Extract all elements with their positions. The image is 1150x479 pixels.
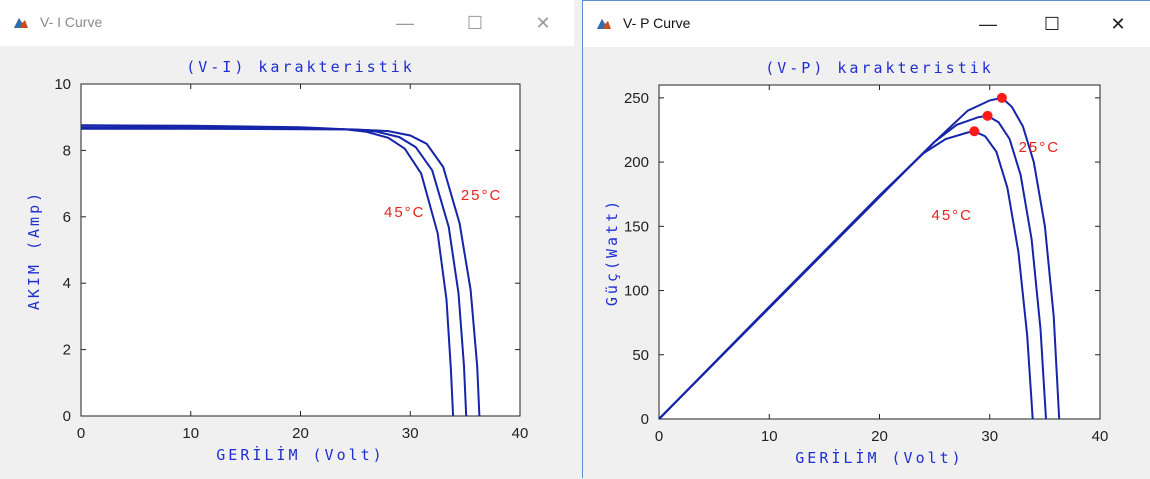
- plot-area: [80, 83, 521, 417]
- series-line-1: [81, 127, 481, 417]
- maximize-button[interactable]: ☐: [466, 12, 484, 33]
- chart-title: (V-I) karakteristik: [186, 58, 415, 76]
- y-tick-label: 8: [63, 142, 71, 159]
- y-tick-label: 4: [63, 275, 71, 292]
- y-tick-label: 150: [624, 218, 649, 235]
- x-tick-label: 40: [512, 425, 529, 442]
- mpp-marker: [982, 110, 993, 121]
- temperature-annotation: 45°C: [384, 204, 426, 221]
- temperature-annotation: 45°C: [932, 207, 974, 224]
- x-tick-label: 20: [292, 425, 309, 442]
- y-axis-title: Güç(Watt): [603, 198, 621, 306]
- x-tick-label: 30: [981, 428, 998, 445]
- temperature-annotation: 25°C: [1019, 139, 1061, 156]
- vp-chart: (V-P) karakteristik 0 10 20 30 40 0 50 100 150 200…: [603, 59, 1109, 467]
- close-button[interactable]: ✕: [1110, 13, 1126, 34]
- y-tick-label: 6: [63, 209, 71, 226]
- x-tick-label: 40: [1092, 428, 1109, 445]
- vi-chart: (V-I) karakteristik 0 10 20 30 40 0 2 4 6 8 10GERİL…: [25, 58, 529, 464]
- y-tick-label: 250: [624, 90, 649, 107]
- chart-title: (V-P) karakteristik: [765, 59, 994, 77]
- x-tick-label: 10: [761, 428, 778, 445]
- minimize-button[interactable]: —: [396, 12, 414, 33]
- y-tick-label: 0: [63, 408, 71, 425]
- y-tick-label: 50: [632, 347, 649, 364]
- x-axis-title: GERİLİM (Volt): [216, 445, 384, 464]
- y-tick-label: 0: [641, 411, 649, 428]
- y-axis-title: AKIM (Amp): [25, 190, 43, 310]
- vp-curve-window: V- P Curve — ☐ ✕ (V-P) karakteristik 0 10 2…: [582, 0, 1150, 478]
- title-bar[interactable]: V- I Curve — ☐ ✕: [0, 0, 574, 46]
- x-tick-label: 10: [182, 425, 199, 442]
- maximize-button[interactable]: ☐: [1043, 13, 1061, 34]
- x-tick-label: 30: [402, 425, 419, 442]
- x-axis-title: GERİLİM (Volt): [795, 448, 963, 467]
- mpp-marker: [969, 126, 980, 137]
- y-tick-label: 200: [624, 154, 649, 171]
- temperature-annotation: 25°C: [461, 187, 503, 204]
- y-tick-label: 2: [63, 342, 71, 359]
- matlab-icon: [12, 14, 30, 32]
- series-line-3: [80, 124, 455, 417]
- window-title: V- P Curve: [623, 15, 691, 31]
- minimize-button[interactable]: —: [979, 13, 997, 34]
- close-button[interactable]: ✕: [535, 12, 551, 33]
- mpp-marker: [996, 92, 1007, 103]
- x-tick-label: 0: [655, 428, 663, 445]
- series-line-2: [80, 126, 468, 417]
- window-title: V- I Curve: [40, 14, 103, 30]
- title-bar[interactable]: V- P Curve — ☐ ✕: [583, 1, 1150, 47]
- y-tick-label: 10: [54, 76, 71, 93]
- matlab-icon: [595, 15, 613, 33]
- y-tick-label: 100: [624, 283, 649, 300]
- vi-curve-window: V- I Curve — ☐ ✕ (V-I) karakteristik 0 10 2…: [0, 0, 574, 478]
- x-tick-label: 0: [77, 425, 85, 442]
- x-tick-label: 20: [871, 428, 888, 445]
